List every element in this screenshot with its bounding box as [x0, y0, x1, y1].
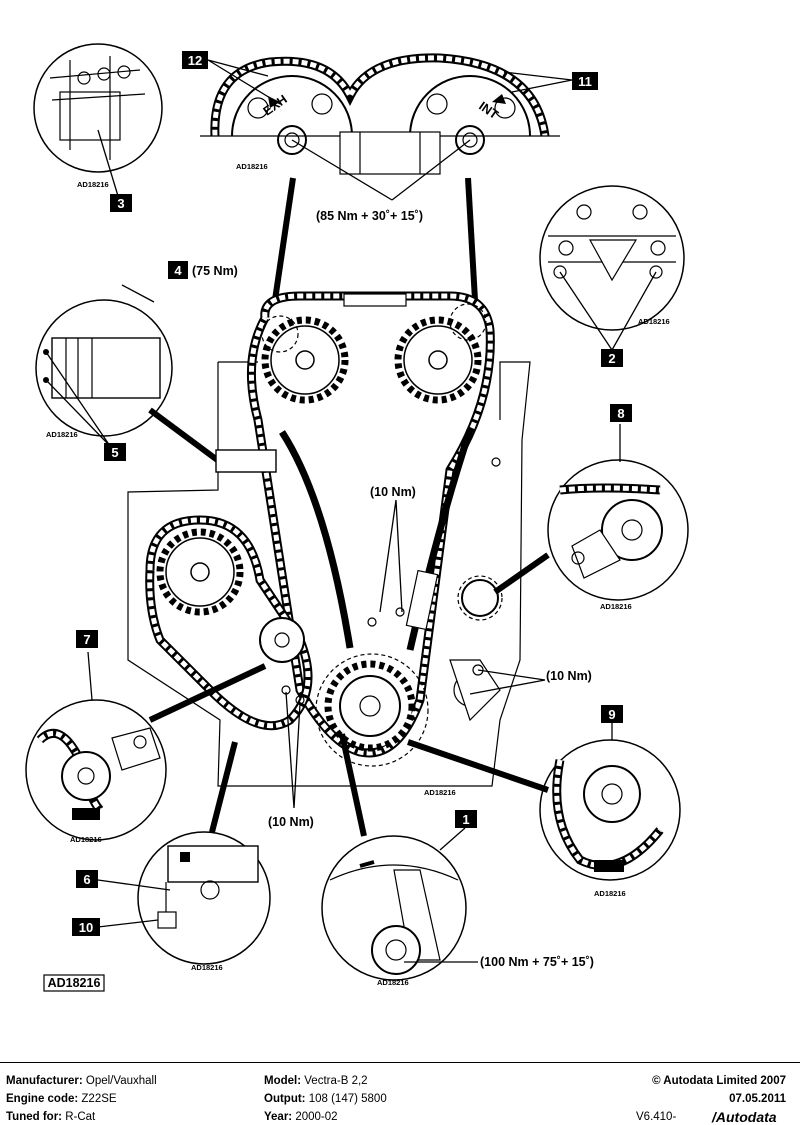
- callout-badge-3: 3: [110, 194, 132, 212]
- callout-badge-4: 4: [168, 261, 188, 279]
- svg-text:1: 1: [462, 812, 469, 827]
- callout-badge-8: 8: [610, 404, 632, 422]
- callout-badge-1: 1: [455, 810, 477, 828]
- brand-logo: /Autodata: [712, 1109, 777, 1125]
- year-label: Year:: [264, 1111, 293, 1123]
- oil-pump-sprocket: [457, 575, 503, 621]
- year-value: 2000-02: [295, 1111, 338, 1123]
- ref-code-5: AD18216: [46, 430, 78, 439]
- ref-code-1: AD18216: [377, 978, 409, 987]
- svg-text:9: 9: [608, 707, 615, 722]
- svg-text:4: 4: [174, 263, 182, 278]
- callout-badge-12: 12: [182, 51, 281, 105]
- callout-badge-11: 11: [503, 71, 598, 93]
- callout-badge-9: 9: [601, 705, 623, 723]
- detail-circle-1: AD18216 (100 Nm + 75˚+ 15˚): [321, 733, 594, 987]
- upper-chain-guide: [343, 293, 407, 307]
- callout-badge-2: 2: [601, 349, 623, 367]
- version-text: V6.410-: [636, 1111, 677, 1123]
- copyright-text: © Autodata Limited 2007: [652, 1075, 786, 1087]
- figure-reference-code: AD18216: [48, 976, 101, 990]
- tuned-value: R-Cat: [65, 1111, 96, 1123]
- svg-text:5: 5: [111, 445, 118, 460]
- crankshaft-sprocket: [315, 653, 429, 767]
- idler-sprocket: [259, 617, 305, 663]
- manufacturer-label: Manufacturer:: [6, 1075, 83, 1087]
- ref-code-9: AD18216: [594, 889, 626, 898]
- detail-circle-9: AD18216: [407, 722, 681, 898]
- callout-badge-6: 6: [76, 870, 98, 888]
- ref-code-top: AD18216: [236, 162, 268, 171]
- balance-shaft-sprocket: [160, 532, 240, 612]
- ref-code-7: AD18216: [70, 835, 102, 844]
- brand-logo-mark: /: [712, 1109, 716, 1125]
- detail-circle-tensioner: AD18216 (75 Nm): [35, 264, 238, 465]
- engine-value: Z22SE: [81, 1093, 117, 1105]
- svg-text:11: 11: [578, 74, 592, 89]
- detail-circle-8: AD18216: [493, 424, 689, 611]
- balancer-chain: [145, 515, 313, 731]
- ref-code-2: AD18216: [638, 317, 670, 326]
- camshaft-detail-top: EXH INT AD18216 (85 Nm + 30˚+ 15˚): [200, 53, 560, 301]
- tuned-label: Tuned for:: [6, 1111, 62, 1123]
- exhaust-camshaft-sprocket-main: [261, 315, 345, 400]
- intake-camshaft-sprocket-main: [398, 303, 487, 400]
- cylinder-head-block: [339, 131, 441, 175]
- guide-torque-lower: (10 Nm): [268, 815, 314, 829]
- guide-torque-right: (10 Nm): [546, 669, 592, 683]
- info-footer: Manufacturer: Opel/Vauxhall Engine code:…: [0, 1062, 800, 1125]
- engine-label: Engine code:: [6, 1093, 79, 1105]
- svg-text:2: 2: [608, 351, 615, 366]
- model-value: Vectra-B 2,2: [304, 1075, 368, 1087]
- output-value: 108 (147) 5800: [308, 1093, 387, 1105]
- exhaust-camshaft-sprocket: [231, 75, 353, 155]
- ref-code-8: AD18216: [600, 602, 632, 611]
- model-row: Model: Vectra-B 2,2: [264, 1075, 368, 1087]
- timing-chain: [247, 291, 495, 758]
- detail-circle-6: AD18216: [97, 741, 271, 972]
- callout-badge-5: 5: [104, 443, 126, 461]
- tuned-row: Tuned for: R-Cat: [6, 1111, 95, 1123]
- callout-badge-10: 10: [72, 918, 100, 936]
- crankshaft-bolt-torque: (100 Nm + 75˚+ 15˚): [480, 955, 594, 969]
- svg-text:6: 6: [83, 872, 90, 887]
- brand-name: Autodata: [715, 1109, 777, 1125]
- tensioner-rail: [279, 430, 354, 649]
- callout-badge-7: 7: [76, 630, 98, 648]
- guide-torque-upper: (10 Nm): [370, 485, 416, 499]
- ref-code-3: AD18216: [77, 180, 109, 189]
- year-row: Year: 2000-02: [264, 1111, 338, 1123]
- ref-code-6: AD18216: [191, 963, 223, 972]
- svg-text:8: 8: [617, 406, 624, 421]
- output-row: Output: 108 (147) 5800: [264, 1093, 387, 1105]
- figure-reference-box: AD18216: [43, 974, 105, 992]
- svg-text:12: 12: [188, 53, 202, 68]
- tensioner-torque: (75 Nm): [192, 264, 238, 278]
- svg-text:10: 10: [79, 920, 93, 935]
- svg-text:7: 7: [83, 632, 90, 647]
- chain-tensioner-body: [215, 449, 277, 473]
- detail-circle-2: AD18216: [539, 185, 685, 351]
- manufacturer-value: Opel/Vauxhall: [85, 1075, 157, 1087]
- detail-circle-3: AD18216: [33, 43, 163, 197]
- ref-code-main: AD18216: [424, 788, 456, 797]
- manufacturer-row: Manufacturer: Opel/Vauxhall: [6, 1075, 157, 1087]
- intake-camshaft-sprocket: [409, 75, 531, 155]
- svg-text:3: 3: [117, 196, 124, 211]
- date-text: 07.05.2011: [729, 1093, 786, 1105]
- output-label: Output:: [264, 1093, 306, 1105]
- main-engine-timing-drawing: (10 Nm) (10 Nm) (10 Nm) AD18216: [127, 291, 592, 829]
- intake-timing-mark-icon: [492, 94, 506, 104]
- model-label: Model:: [264, 1075, 302, 1087]
- camshaft-bolt-torque: (85 Nm + 30˚+ 15˚): [316, 209, 423, 223]
- detail-circle-7: AD18216: [25, 651, 267, 844]
- engine-row: Engine code: Z22SE: [6, 1093, 117, 1105]
